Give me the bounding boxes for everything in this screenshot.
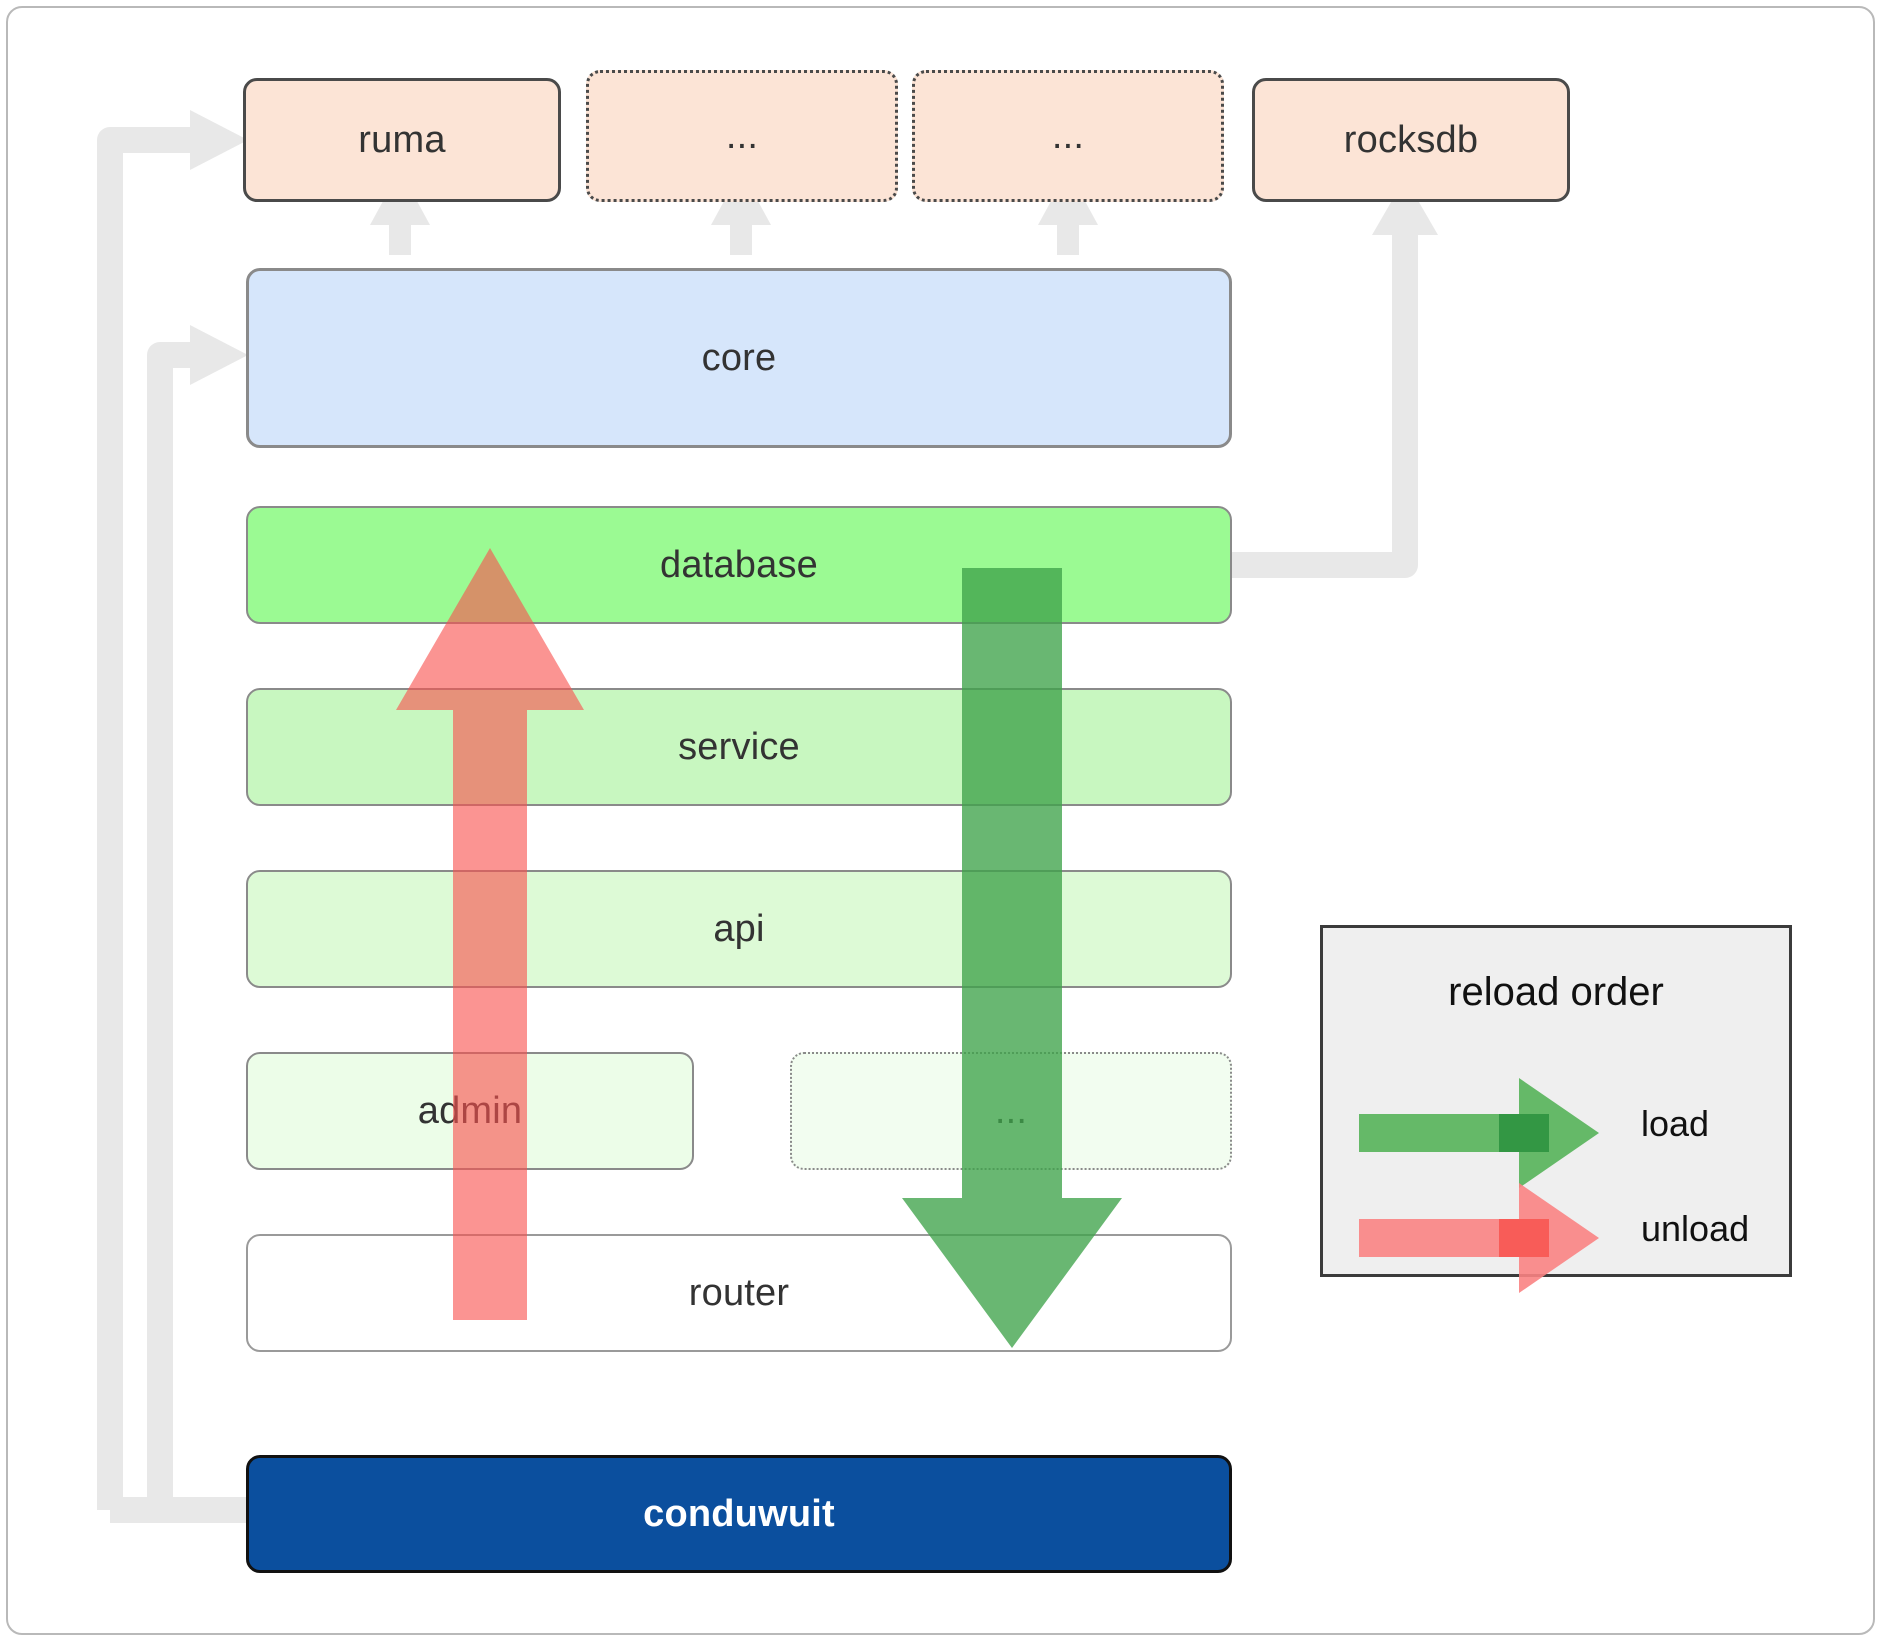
dependency-box-rocksdb[interactable]: rocksdb: [1252, 78, 1570, 202]
layer-label: service: [678, 725, 800, 768]
legend-label-load: load: [1641, 1103, 1710, 1144]
layer-box-admin[interactable]: admin: [246, 1052, 694, 1170]
layer-box-core[interactable]: core: [246, 268, 1232, 448]
layer-label: ...: [994, 1089, 1028, 1132]
diagram-frame: [6, 6, 1875, 1635]
layer-box-api[interactable]: api: [246, 870, 1232, 988]
legend-panel: reload order load unload: [1320, 925, 1792, 1293]
layer-label: router: [688, 1271, 790, 1314]
dependency-label: ruma: [358, 118, 446, 161]
dependency-label: ...: [1051, 114, 1085, 157]
dependency-box-ruma[interactable]: ruma: [243, 78, 561, 202]
layer-label: database: [660, 543, 818, 586]
layer-label: core: [701, 336, 777, 379]
layer-box-service[interactable]: service: [246, 688, 1232, 806]
layer-box-router[interactable]: router: [246, 1234, 1232, 1352]
root-box-conduwuit[interactable]: conduwuit: [246, 1455, 1232, 1573]
layer-label: admin: [417, 1089, 523, 1132]
dependency-label: rocksdb: [1343, 118, 1479, 161]
dependency-label: ...: [725, 114, 759, 157]
layer-label: api: [713, 907, 765, 950]
legend-label-unload: unload: [1641, 1208, 1750, 1249]
dependency-box-more-2[interactable]: ...: [912, 70, 1224, 202]
dependency-box-more-1[interactable]: ...: [586, 70, 898, 202]
root-label: conduwuit: [643, 1492, 835, 1535]
legend-title: reload order: [1448, 970, 1664, 1014]
layer-box-database[interactable]: database: [246, 506, 1232, 624]
layer-box-more[interactable]: ...: [790, 1052, 1232, 1170]
legend-arrow-load: [1359, 1078, 1599, 1188]
legend-arrow-unload: [1359, 1183, 1599, 1293]
